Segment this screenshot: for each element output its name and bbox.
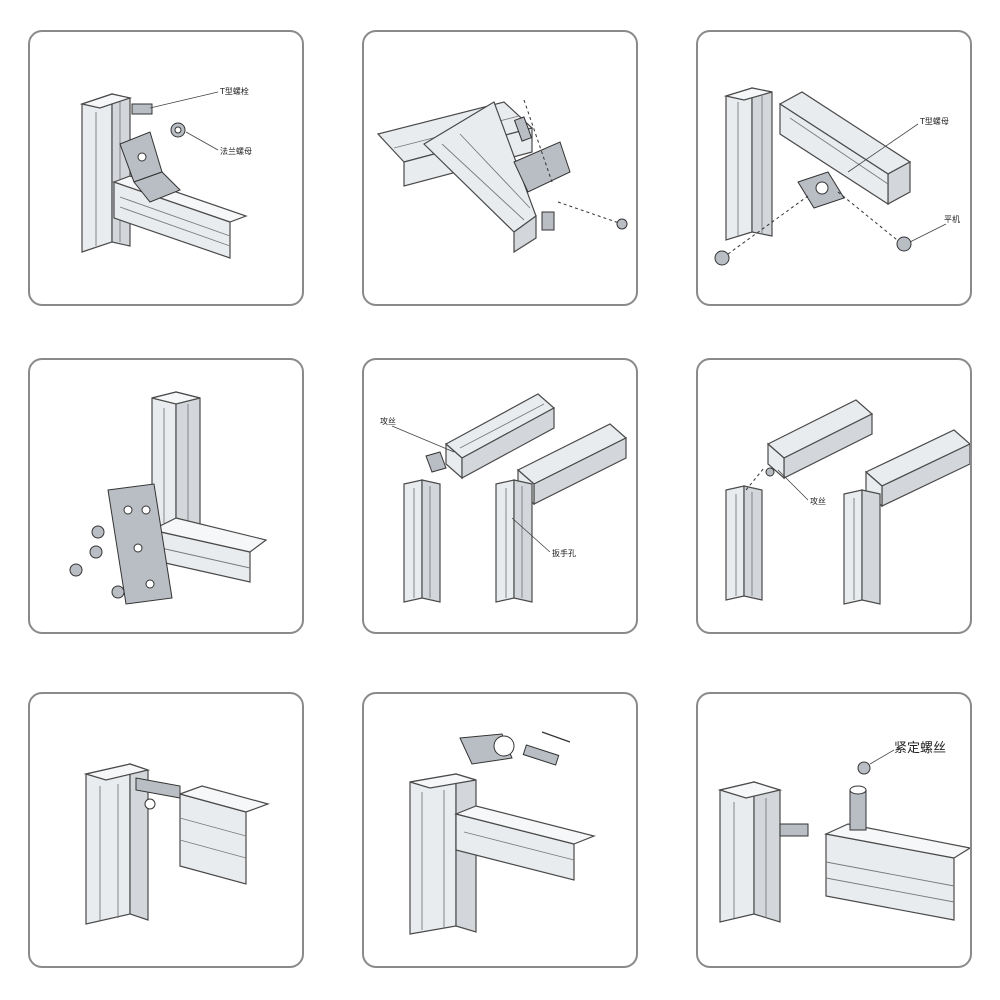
bottom-left-profile xyxy=(725,485,745,601)
set-screw xyxy=(513,116,533,142)
panel-tapped-connection: 攻丝 xyxy=(696,358,972,634)
screw-3 xyxy=(111,585,125,599)
vertical-profile xyxy=(725,87,753,241)
panel-plate-connector xyxy=(28,358,304,634)
label-t-bolt: T型螺栓 xyxy=(219,86,249,96)
anchor-sleeve xyxy=(849,789,867,831)
bottom-right-profile xyxy=(495,479,515,603)
label-t-nut: T型螺母 xyxy=(919,116,949,126)
screw-2 xyxy=(69,563,83,577)
vertical-profile xyxy=(409,773,457,935)
panel-t-nut-connector: T型螺母 平机 xyxy=(696,30,972,306)
angle-connector xyxy=(513,141,571,193)
diagram-tapped-connection: 攻丝 xyxy=(725,399,970,605)
label-flat-screw: 平机 xyxy=(944,214,960,224)
clamp-ring xyxy=(493,735,515,757)
label-wrench-hole: 扳手孔 xyxy=(552,548,576,558)
screw-right xyxy=(896,236,912,252)
diagram-angle-connector xyxy=(376,99,628,254)
label-set-screw: 紧定螺丝 xyxy=(894,741,946,756)
set-screw xyxy=(857,761,871,775)
diagram-hidden-connector xyxy=(83,763,270,925)
nut xyxy=(616,218,628,230)
panel-corner-bracket-tbolt: T型螺栓 法兰螺母 xyxy=(28,30,304,306)
vertical-profile xyxy=(85,763,131,925)
diagram-tapped-end-wrench-hole: 攻丝 扳手孔 xyxy=(380,393,628,603)
connecting-pin xyxy=(779,823,809,837)
hidden-connector xyxy=(135,777,181,799)
panel-angle-connector xyxy=(362,30,638,306)
diagram-plate-connector xyxy=(69,391,268,605)
bolt xyxy=(541,211,555,231)
socket-bolt xyxy=(522,744,560,766)
screw-1 xyxy=(91,525,105,539)
tapped-fitting xyxy=(425,451,447,473)
screw-4 xyxy=(89,545,103,559)
label-tapping: 攻丝 xyxy=(810,496,826,506)
label-flange-nut: 法兰螺母 xyxy=(220,146,252,156)
vertical-profile xyxy=(81,93,113,253)
bottom-right-profile xyxy=(843,489,863,605)
vertical-profile xyxy=(719,781,755,923)
diagram-set-screw-pin: 紧定螺丝 xyxy=(717,741,970,923)
panel-set-screw-pin: 紧定螺丝 xyxy=(696,692,972,968)
panel-tapped-end-wrench-hole: 攻丝 扳手孔 xyxy=(362,358,638,634)
panel-clamp-connector xyxy=(362,692,638,968)
diagram-clamp-connector xyxy=(409,731,596,935)
bottom-left-profile xyxy=(403,479,423,603)
diagram-corner-bracket-tbolt: T型螺栓 法兰螺母 xyxy=(79,86,252,259)
connector-hole xyxy=(144,798,156,810)
screw-left xyxy=(714,250,730,266)
panel-hidden-connector xyxy=(28,692,304,968)
label-tapping: 攻丝 xyxy=(380,416,396,426)
t-bolt xyxy=(131,103,153,115)
tapped-screw xyxy=(765,467,775,477)
diagram-t-nut-connector: T型螺母 平机 xyxy=(714,87,960,266)
